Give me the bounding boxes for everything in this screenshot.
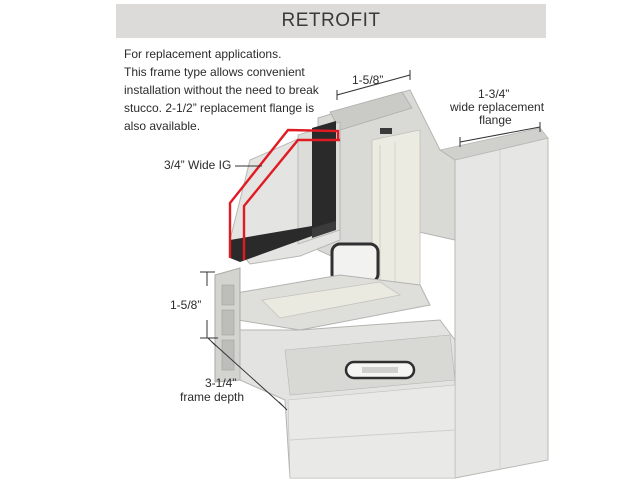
page-title: RETROFIT [281, 10, 381, 31]
flange-text-line-1: wide replacement [450, 100, 545, 114]
title-banner: RETROFIT [116, 4, 546, 38]
dim-side-label: 1-5/8” [170, 298, 202, 312]
glass-unit-dark [312, 121, 336, 236]
depth-text-label: frame depth [180, 390, 245, 404]
dim-flange-label: 1-3/4” [478, 87, 510, 101]
weatherstrip [380, 128, 392, 134]
flange-text-line-2: flange [479, 113, 512, 127]
dim-top [336, 70, 411, 100]
dim-top-label: 1-5/8” [352, 73, 384, 87]
glass-label: 3/4” Wide IG [164, 158, 232, 172]
description-line: This frame type allows convenient [124, 65, 305, 79]
description-line: For replacement applications. [124, 47, 282, 61]
dim-depth [207, 337, 288, 411]
dim-side [200, 271, 218, 339]
dim-depth-label: 3-1/4” [205, 376, 237, 390]
glass-unit-highlight [228, 128, 340, 258]
flange-face [454, 137, 549, 479]
dim-flange [459, 122, 541, 147]
description-line: also available. [124, 119, 201, 133]
description-line: stucco. 2-1/2” replacement flange is [124, 101, 315, 115]
description-line: installation without the need to break [124, 83, 319, 97]
description: For replacement applications. This frame… [124, 45, 354, 135]
